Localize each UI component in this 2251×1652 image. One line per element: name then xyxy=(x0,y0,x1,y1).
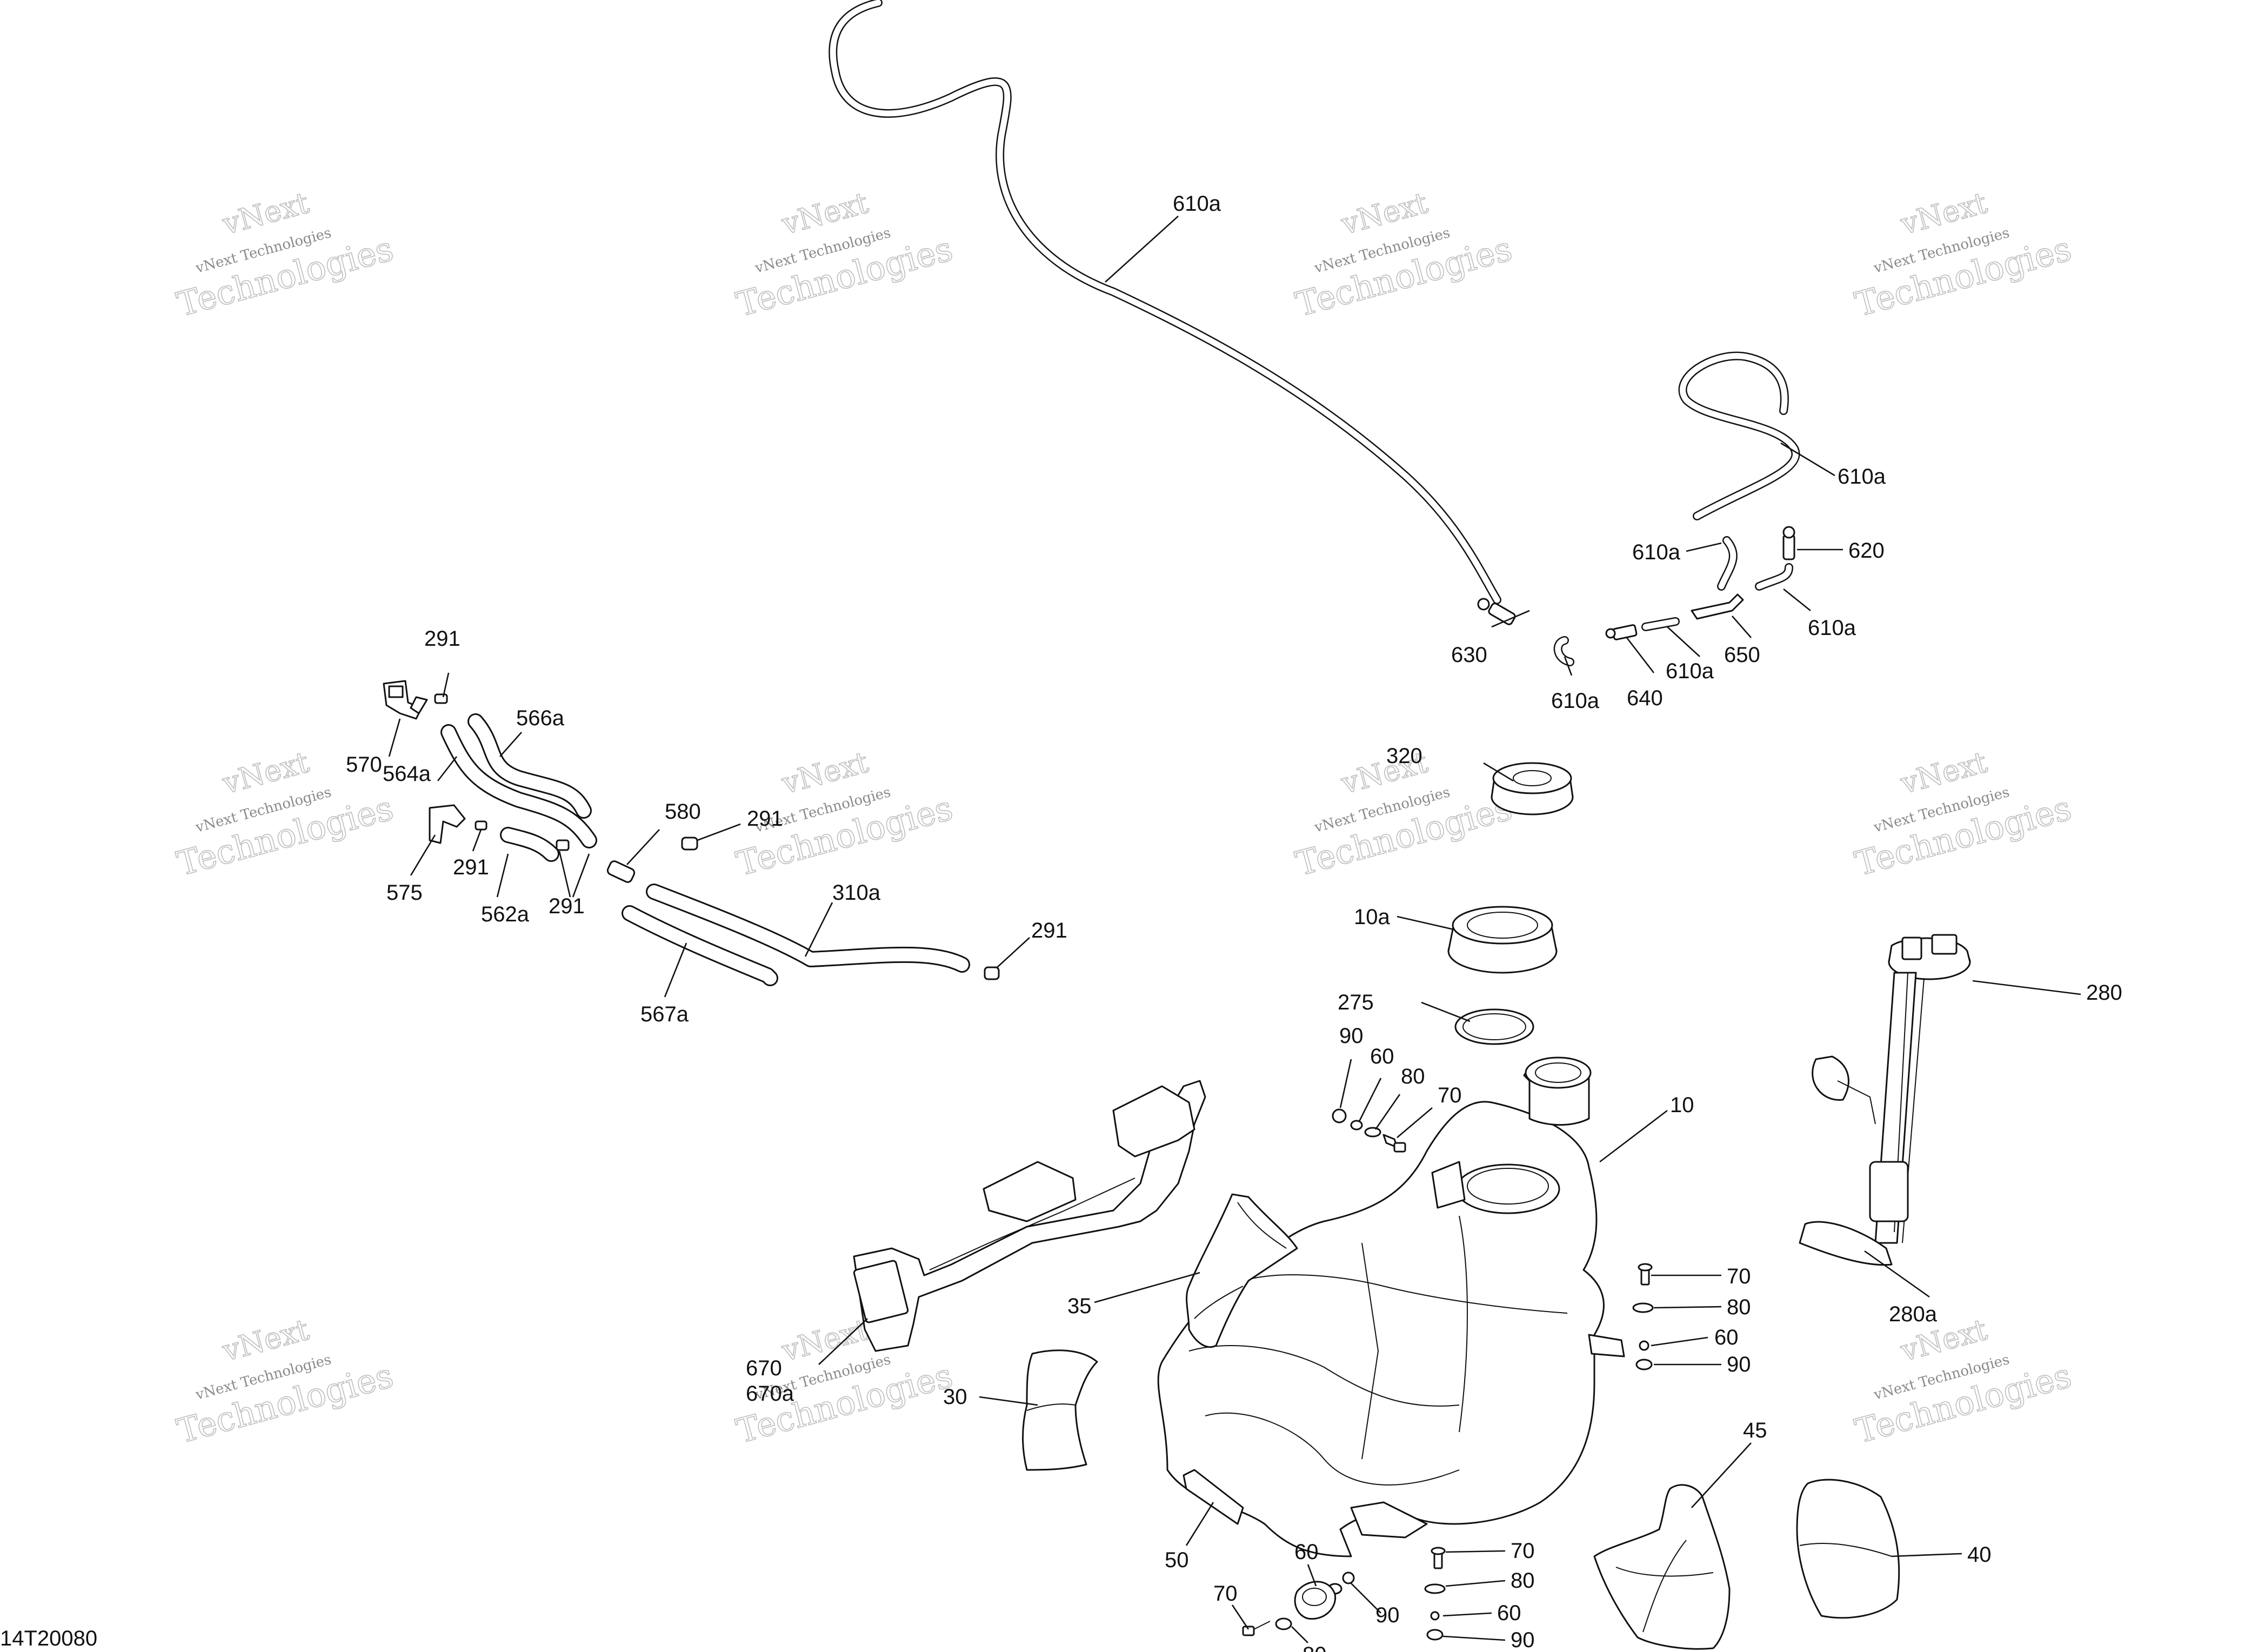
part-grommet xyxy=(1294,1581,1337,1620)
part-hardware xyxy=(1242,1108,1654,1641)
callout-610a: 610a xyxy=(1173,192,1221,216)
part-fuel-hoses-lower xyxy=(622,884,970,986)
callout-291: 291 xyxy=(453,855,489,879)
callout-275: 275 xyxy=(1338,991,1374,1014)
callout-610a: 610a xyxy=(1666,659,1714,683)
part-heat-shield-30 xyxy=(1022,1349,1098,1471)
callout-80: 80 xyxy=(1511,1569,1535,1593)
callout-564a: 564a xyxy=(383,762,431,786)
callout-670a: 670a xyxy=(746,1382,794,1406)
callout-670: 670 xyxy=(746,1356,782,1380)
callout-90: 90 xyxy=(1339,1024,1364,1048)
callout-610a: 610a xyxy=(1551,689,1600,713)
callout-291: 291 xyxy=(1031,919,1067,942)
callout-80: 80 xyxy=(1401,1065,1425,1088)
part-heat-shield-40 xyxy=(1796,1479,1900,1619)
callout-620: 620 xyxy=(1848,539,1885,563)
callout-60: 60 xyxy=(1714,1326,1739,1349)
callout-35: 35 xyxy=(1067,1294,1092,1318)
part-heat-shield-35 xyxy=(1186,1193,1298,1348)
diagram-code: 14T20080 xyxy=(0,1627,97,1650)
callout-80: 80 xyxy=(1302,1643,1327,1652)
watermark: vNext vNext Technologies Technologies xyxy=(732,745,957,884)
part-fuel-hoses-upper xyxy=(440,713,636,883)
callout-60: 60 xyxy=(1294,1540,1319,1564)
callout-90: 90 xyxy=(1727,1353,1751,1376)
callout-60: 60 xyxy=(1370,1045,1394,1068)
callout-280: 280 xyxy=(2086,981,2122,1005)
watermark: vNext vNext Technologies Technologies xyxy=(1851,1312,2076,1452)
part-fuel-cap xyxy=(1491,762,1574,815)
callout-70: 70 xyxy=(1727,1265,1751,1288)
callout-50: 50 xyxy=(1165,1548,1189,1572)
part-fuel-pump xyxy=(1799,934,1971,1266)
part-heat-shield-45 xyxy=(1593,1484,1731,1650)
callout-580: 580 xyxy=(665,800,701,824)
callout-610a: 610a xyxy=(1808,616,1856,640)
callout-567a: 567a xyxy=(640,1002,689,1026)
watermark: vNext vNext Technologies Technologies xyxy=(1851,745,2076,884)
callout-10a: 10a xyxy=(1354,905,1390,929)
watermark: vNext vNext Technologies Technologies xyxy=(1291,185,1517,325)
part-gasket xyxy=(1454,1008,1534,1045)
callout-291: 291 xyxy=(424,627,460,651)
callout-640: 640 xyxy=(1627,686,1663,710)
part-quick-connectors xyxy=(383,680,1000,980)
callout-45: 45 xyxy=(1743,1419,1767,1442)
part-vent-hose-loop xyxy=(1678,351,1800,520)
callout-291: 291 xyxy=(549,894,585,918)
callout-610a: 610a xyxy=(1632,540,1681,564)
leader-lines xyxy=(388,216,2081,1643)
watermark: vNext vNext Technologies Technologies xyxy=(172,1312,398,1452)
part-lock-ring xyxy=(1447,906,1558,974)
callout-60: 60 xyxy=(1497,1601,1521,1625)
callout-280a: 280a xyxy=(1889,1302,1938,1326)
callout-40: 40 xyxy=(1967,1543,1992,1567)
callout-575: 575 xyxy=(386,881,423,905)
callout-90: 90 xyxy=(1511,1628,1535,1652)
callout-570: 570 xyxy=(346,753,382,777)
part-strip-50 xyxy=(1183,1469,1244,1525)
watermark: vNext vNext Technologies Technologies xyxy=(732,185,957,325)
callout-labels: 610a 610a 610a 620 610a 630 610a 640 610… xyxy=(346,192,2122,1652)
callout-90: 90 xyxy=(1375,1603,1400,1627)
part-tank-bracket xyxy=(853,1080,1206,1352)
callout-310a: 310a xyxy=(832,881,881,905)
callout-650: 650 xyxy=(1724,643,1760,667)
callout-70: 70 xyxy=(1438,1084,1462,1107)
callout-291: 291 xyxy=(747,807,783,831)
callout-320: 320 xyxy=(1386,744,1422,768)
callout-70: 70 xyxy=(1213,1582,1238,1606)
callout-630: 630 xyxy=(1451,643,1487,667)
part-vent-hose-long xyxy=(829,0,1501,604)
callout-10: 10 xyxy=(1670,1093,1694,1117)
callout-566a: 566a xyxy=(516,706,565,730)
watermark: vNext vNext Technologies Technologies xyxy=(172,745,398,884)
callout-30: 30 xyxy=(943,1385,967,1409)
watermark: vNext vNext Technologies Technologies xyxy=(1851,185,2076,325)
part-fuel-tank xyxy=(1157,1056,1625,1557)
parts xyxy=(383,0,1971,1650)
callout-562a: 562a xyxy=(481,902,530,926)
callout-70: 70 xyxy=(1511,1539,1535,1563)
callout-610a: 610a xyxy=(1838,465,1886,489)
watermark: vNext vNext Technologies Technologies xyxy=(172,185,398,325)
callout-80: 80 xyxy=(1727,1295,1751,1319)
